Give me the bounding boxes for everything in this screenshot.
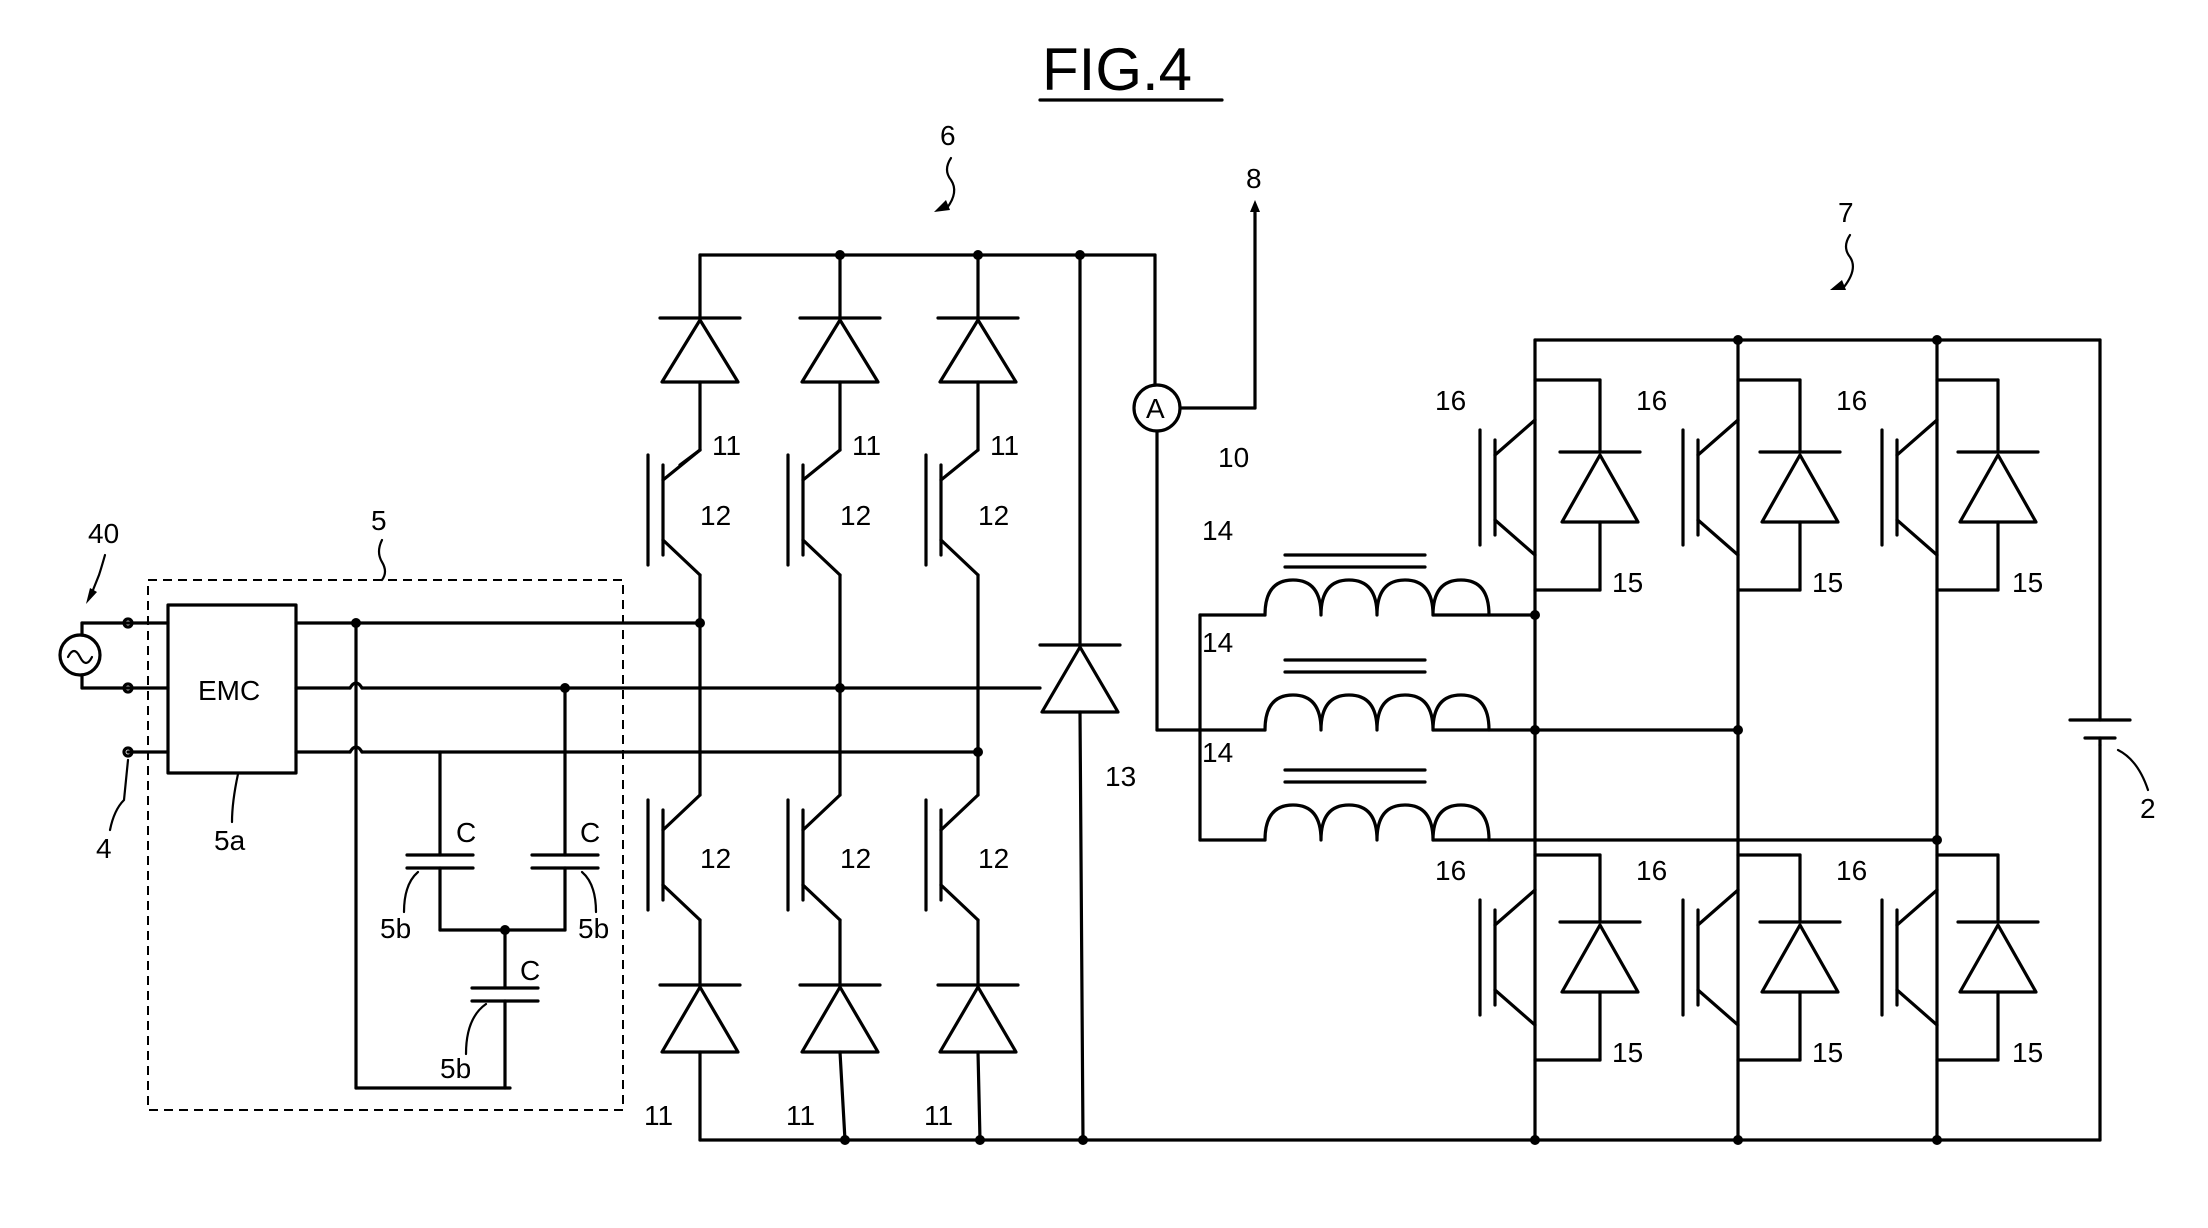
inv-transistor-ref-label: 16 [1435,855,1466,886]
figure-title-text: FIG.4 [1042,36,1192,103]
ac-source-icon [58,633,102,677]
filter-dashed-boundary [147,579,624,1111]
output-ref-label: 8 [1246,163,1262,194]
diode-ref-label: 11 [786,1100,815,1131]
capacitor-symbol-2: C [580,817,600,848]
inverter-switch-lower-2 [1681,853,1842,1062]
emc-filter-section: 5 40 4 EMC 5a [58,505,1042,1111]
ammeter-section: A 10 8 [1132,163,1262,732]
arrow-up-icon [1250,200,1260,212]
inverter-switch-lower-3 [1880,853,2040,1062]
inverter-switch-upper-2 [1681,378,1842,592]
inverter-switch-upper-1 [1478,378,1642,592]
capacitor-symbol-3: C [520,955,540,986]
diode-ref-label: 11 [644,1100,673,1131]
ammeter-symbol: A [1146,393,1165,424]
arrow-head-icon [1830,280,1846,290]
diode-ref-label: 11 [924,1100,953,1131]
transistor-ref-label: 12 [978,500,1009,531]
inv-diode-ref-label: 15 [1812,567,1843,598]
winding-ref-label: 14 [1202,515,1233,546]
inv-transistor-ref-label: 16 [1435,385,1466,416]
freewheel-diode: 13 [1038,253,1136,1142]
capacitor-ref-3: 5b [440,1053,471,1084]
winding-ref-label: 14 [1202,737,1233,768]
inv-transistor-ref-label: 16 [1836,385,1867,416]
capacitor-symbol-1: C [456,817,476,848]
windings: 14 14 14 [1198,515,1742,842]
rectifier-bridge: 6 [644,120,2102,1145]
winding-3 [1263,768,1537,842]
transistor-ref-label: 12 [978,843,1009,874]
source-ref-label: 40 [88,518,119,549]
capacitor-ref-1: 5b [380,913,411,944]
inverter-ref-label: 7 [1838,197,1854,228]
inv-transistor-ref-label: 16 [1636,385,1667,416]
diode-ref-label: 11 [712,430,741,461]
transistor-ref-label: 12 [840,500,871,531]
input-ref-label: 4 [96,833,112,864]
diode-ref-label: 11 [852,430,881,461]
filter-block-ref-label: 5a [214,825,246,856]
rectifier-leg-3 [924,253,1020,1142]
rectifier-ref-label: 6 [940,120,956,151]
winding-2 [1263,658,1742,732]
inv-diode-ref-label: 15 [2012,567,2043,598]
inverter-bridge: 7 2 [1435,197,2156,1145]
inv-diode-ref-label: 15 [1812,1037,1843,1068]
arrow-head-icon [86,588,97,604]
transistor-ref-label: 12 [700,500,731,531]
transistor-ref-label: 12 [700,843,731,874]
battery-ref-label: 2 [2140,793,2156,824]
figure-title: FIG.4 [1038,36,1224,103]
rectifier-leg-2 [786,253,882,1142]
transistor-ref-label: 12 [840,843,871,874]
inv-diode-ref-label: 15 [2012,1037,2043,1068]
inverter-switch-upper-3 [1880,378,2040,592]
rectifier-leg-1 [646,253,742,1142]
freewheel-ref-label: 13 [1105,761,1136,792]
inv-transistor-ref-label: 16 [1636,855,1667,886]
capacitor-ref-2: 5b [578,913,609,944]
diode-ref-label: 11 [990,430,1019,461]
ammeter-ref-label: 10 [1218,442,1249,473]
inv-diode-ref-label: 15 [1612,567,1643,598]
inverter-switch-lower-1 [1478,853,1642,1062]
filter-ref-label: 5 [371,505,387,536]
arrow-head-icon [934,200,950,212]
emc-block-text: EMC [198,675,260,706]
inv-diode-ref-label: 15 [1612,1037,1643,1068]
filter-leader [377,538,387,582]
inv-transistor-ref-label: 16 [1836,855,1867,886]
winding-ref-label: 14 [1202,627,1233,658]
winding-1 [1263,553,1537,617]
